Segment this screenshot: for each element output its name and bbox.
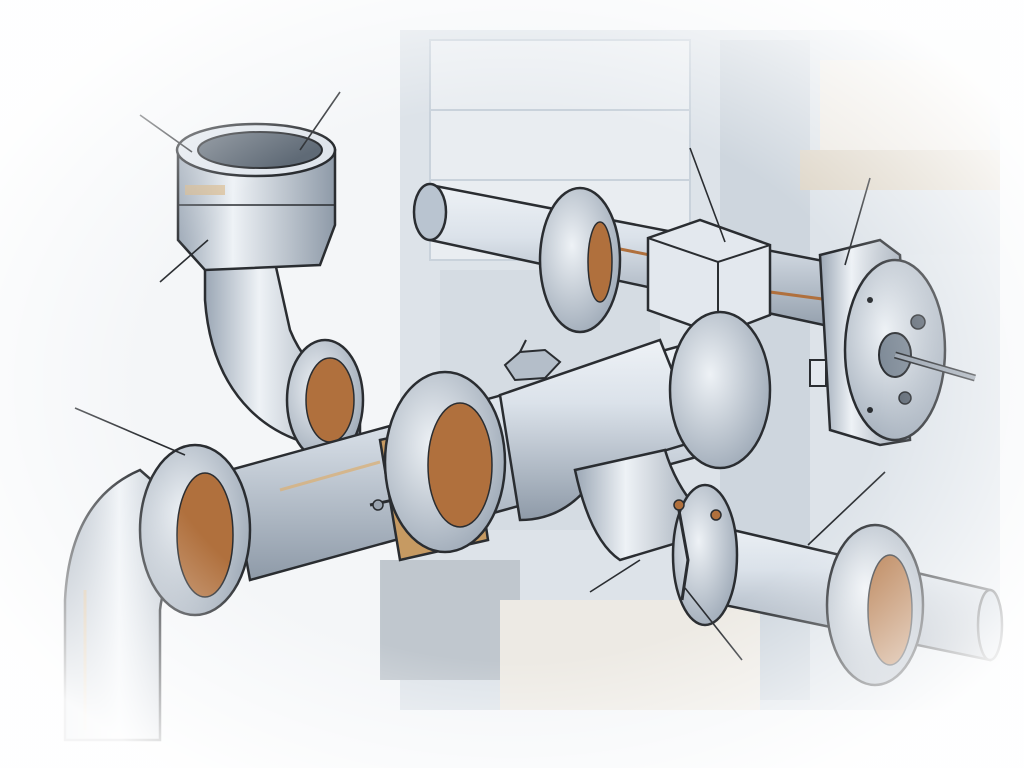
pipe-fitting-illustration xyxy=(0,0,1024,768)
pipe-assembly-drawing xyxy=(0,0,1024,768)
vignette xyxy=(0,0,1024,768)
